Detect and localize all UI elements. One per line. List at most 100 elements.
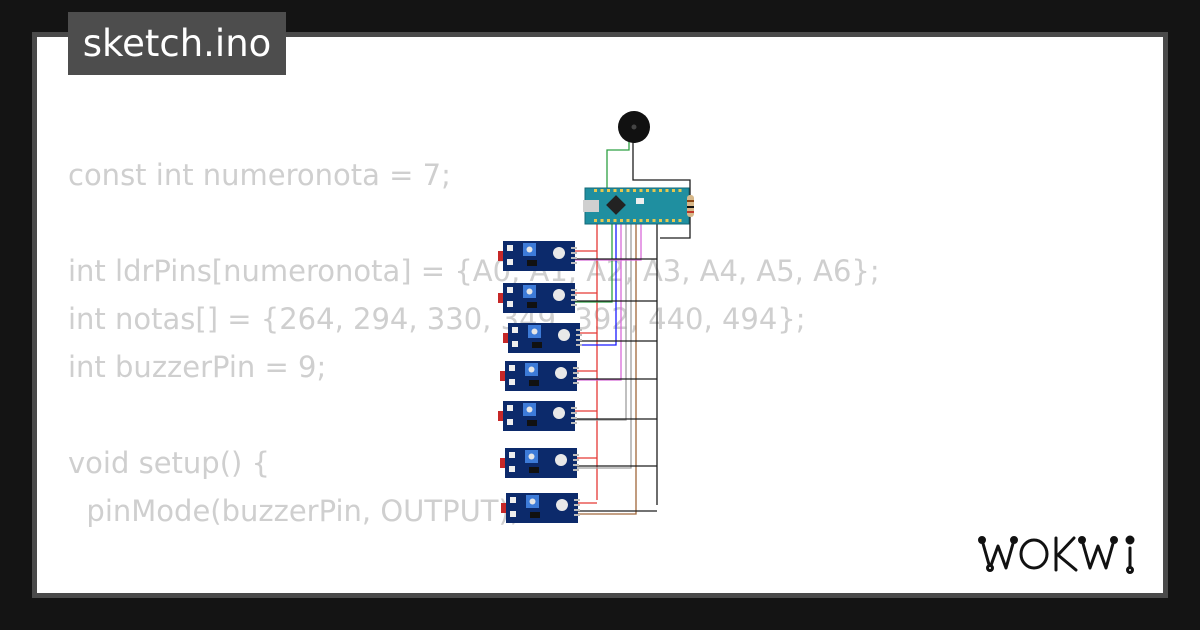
pin-bottom [620,219,623,222]
wire-buzzer-signal [606,140,630,190]
ldr-board [508,323,580,353]
mount-hole [507,405,513,411]
code-line: const int numeronota = 7; [68,158,451,192]
pot-knob [529,498,536,505]
code-line: pinMode(buzzerPin, OUTPUT); [68,494,520,528]
header-pin [574,514,580,516]
pin-top [620,189,623,192]
pin-bottom [594,219,597,222]
header-pin [571,304,577,306]
ldr-module [500,361,579,391]
ldr-led [500,371,505,381]
header-pin [571,407,577,409]
mount-hole [512,341,518,347]
wire-a5 [575,222,637,515]
pin-top [652,189,656,192]
mount-hole [509,466,515,472]
header-pin [571,299,577,301]
pin-bottom [678,219,682,222]
header-pin [573,454,579,456]
header-pin [573,459,579,461]
pin-bottom [652,219,656,222]
pin-top [613,189,617,192]
resistor-band [687,206,694,208]
wire-buzzer-ground [632,140,691,195]
pin-bottom [607,219,610,222]
pin-bottom [672,219,675,222]
pin-top [646,189,649,192]
mount-hole [512,327,518,333]
mount-hole [507,287,513,293]
ldr-module [501,493,580,523]
usb-port [583,200,599,212]
comparator-chip [530,512,540,518]
header-pin [571,417,577,419]
pin-top [665,189,669,192]
wire-a1 [575,222,617,346]
resistor-band [687,211,694,213]
ldr-sensor [558,329,570,341]
header-pin [574,504,580,506]
wokwi-logo [978,535,1135,574]
nano-led [636,198,644,204]
comparator-chip [532,342,542,348]
wire-a2 [575,222,622,381]
ldr-board [505,448,577,478]
buzzer-center [631,124,637,130]
ldr-led [501,503,506,513]
ldr-board [505,361,577,391]
mount-hole [510,511,516,517]
ldr-sensor [553,407,565,419]
ldr-led [498,293,503,303]
preview-card: const int numeronota = 7;int ldrPins[num… [37,37,1163,593]
comparator-chip [527,420,537,426]
ldr-module [498,283,577,313]
mount-hole [509,365,515,371]
pot-knob [528,366,535,373]
pot-knob [531,328,538,335]
ldr-led [500,458,505,468]
ldr-board [503,283,575,313]
mount-hole [509,379,515,385]
comparator-chip [529,467,539,473]
header-pin [573,469,579,471]
pin-top [600,189,604,192]
pot-knob [526,406,533,413]
ldr-module [503,323,582,353]
header-pin [571,422,577,424]
pot-knob [526,246,533,253]
ldr-led [498,411,503,421]
pin-top [633,189,636,192]
wires [575,140,691,515]
ldr-board [506,493,578,523]
header-pin [571,294,577,296]
ldr-led [498,251,503,261]
wire-a4 [575,222,632,469]
mount-hole [507,245,513,251]
ldr-module [500,448,579,478]
ldr-module [498,241,577,271]
wire-a0 [575,222,613,303]
ldr-sensor [556,499,568,511]
pin-bottom [639,219,643,222]
pin-bottom [626,219,630,222]
ldr-sensor [555,367,567,379]
ldr-module [498,401,577,431]
header-pin [574,509,580,511]
pin-top [659,189,662,192]
pin-bottom [613,219,617,222]
header-pin [574,499,580,501]
ldr-sensor [553,289,565,301]
comparator-chip [527,260,537,266]
header-pin [573,377,579,379]
wire-a3 [575,222,627,421]
mount-hole [510,497,516,503]
header-pin [571,412,577,414]
code-line: void setup() { [68,446,270,480]
header-pin [571,257,577,259]
ldr-board [503,401,575,431]
code-line: int buzzerPin = 9; [68,350,327,384]
pot-knob [528,453,535,460]
pot-knob [526,288,533,295]
comparator-chip [527,302,537,308]
